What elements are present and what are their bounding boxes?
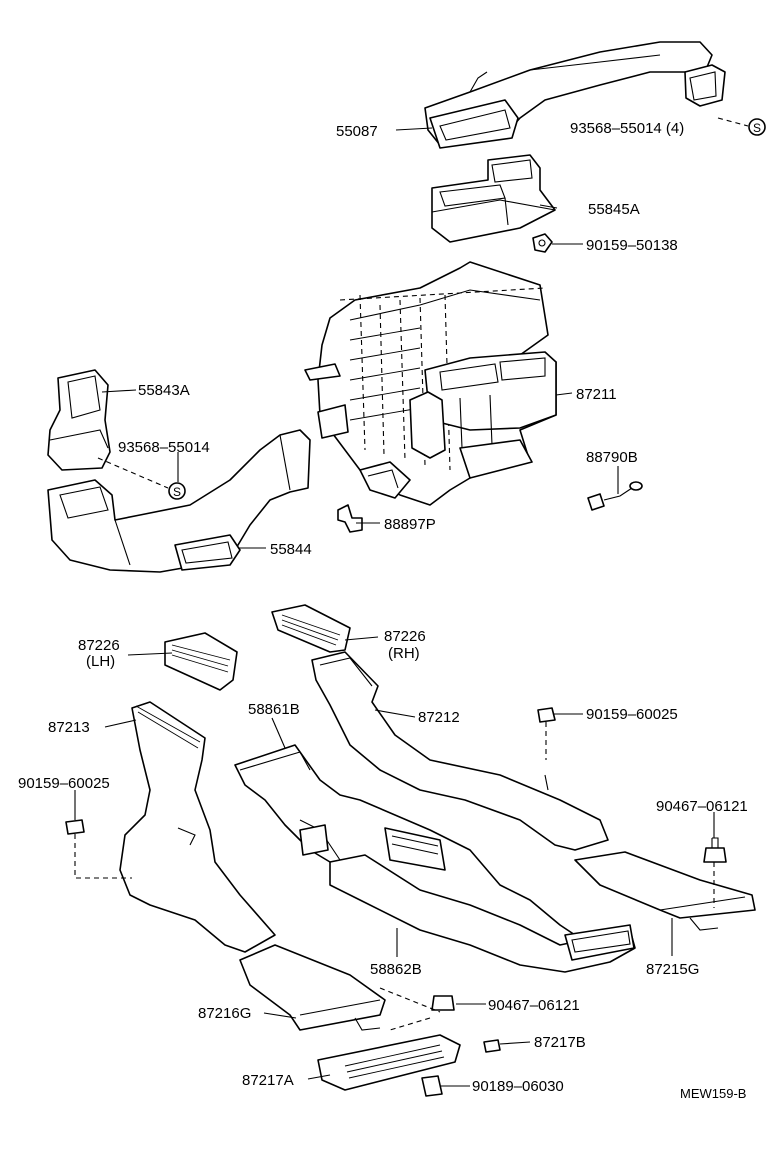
fastener-90467-06121-a — [703, 837, 727, 863]
label-87226-rh-side: (RH) — [388, 645, 420, 662]
clip-88897p — [337, 504, 363, 533]
leader-lines — [74, 117, 749, 1087]
label-87217b: 87217B — [534, 1034, 586, 1051]
label-90189-06030: 90189–06030 — [472, 1078, 564, 1095]
duct-87216g — [239, 944, 386, 1031]
label-90467-06121-right: 90467–06121 — [656, 798, 748, 815]
sealant-mark-b: S — [168, 482, 186, 500]
callout-labels: 55087 93568–55014 (4) 55845A 90159–50138… — [18, 120, 748, 1101]
label-90467-06121-lower: 90467–06121 — [488, 997, 580, 1014]
duct-55843a — [47, 369, 111, 471]
clip-87217b — [483, 1039, 501, 1053]
label-88790b: 88790B — [586, 449, 638, 466]
duct-87213 — [119, 701, 276, 953]
sealant-mark-a: S — [748, 118, 766, 136]
cap-90189-06030 — [421, 1075, 443, 1097]
label-87226-lh-side: (LH) — [86, 653, 115, 670]
fastener-90159-60025-b — [65, 819, 85, 835]
label-90159-60025-left: 90159–60025 — [18, 775, 110, 792]
clip-90159-50138 — [532, 233, 553, 253]
label-90159-60025-right: 90159–60025 — [586, 706, 678, 723]
vent-87226-lh — [164, 632, 238, 691]
fastener-90159-60025-a — [537, 707, 556, 723]
label-87211: 87211 — [576, 386, 617, 403]
label-87226-lh: 87226 — [78, 637, 120, 654]
duct-87215g — [574, 851, 756, 931]
label-58861b: 58861B — [248, 701, 300, 718]
label-87217a: 87217A — [242, 1072, 294, 1089]
duct-55845a — [431, 154, 556, 243]
label-58862b: 58862B — [370, 961, 422, 978]
label-87213: 87213 — [48, 719, 90, 736]
register-87217a — [317, 1034, 461, 1091]
svg-text:S: S — [753, 121, 761, 135]
label-87226-rh: 87226 — [384, 628, 426, 645]
label-87216g: 87216G — [198, 1005, 251, 1022]
label-87212: 87212 — [418, 709, 460, 726]
label-93568-55014-4: 93568–55014 (4) — [570, 120, 684, 137]
vent-87226-rh — [271, 604, 351, 653]
duct-55087 — [424, 41, 726, 149]
svg-text:S: S — [173, 485, 181, 499]
label-55087: 55087 — [336, 123, 378, 140]
label-55844: 55844 — [270, 541, 312, 558]
label-90159-50138: 90159–50138 — [586, 237, 678, 254]
label-55845a: 55845A — [588, 201, 640, 218]
duct-55844 — [47, 429, 311, 573]
label-55843a: 55843A — [138, 382, 190, 399]
label-93568-55014: 93568–55014 — [118, 439, 210, 456]
figure-code: MEW159-B — [680, 1086, 746, 1101]
label-87215g: 87215G — [646, 961, 699, 978]
label-88897p: 88897P — [384, 516, 436, 533]
heater-unit-87211 — [304, 261, 557, 506]
duct-58862b — [329, 854, 636, 973]
sensor-88790b — [587, 481, 643, 511]
fastener-90467-06121-b — [431, 995, 455, 1011]
duct-87212 — [311, 651, 609, 851]
